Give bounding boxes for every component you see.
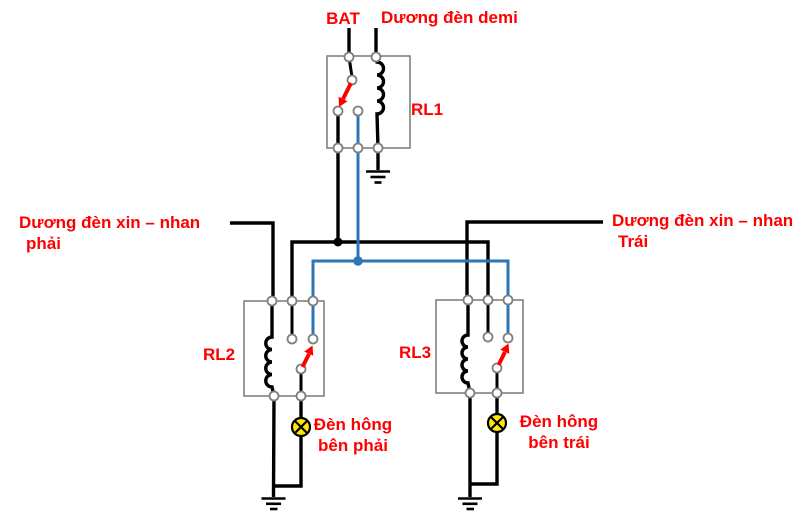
label-right-side-lamp: Đèn hông bên phải [306, 414, 400, 456]
rl2-coil [264, 301, 276, 397]
terminal [343, 51, 355, 63]
terminal [307, 295, 319, 307]
rl1-coil [374, 56, 386, 149]
switch-arrows [300, 82, 510, 368]
relay-coils [264, 56, 472, 397]
label-rl3: RL3 [399, 343, 432, 362]
relay-boxes [243, 55, 524, 397]
rl3-box [435, 299, 524, 394]
terminal [482, 294, 494, 306]
label-right-side-lamp-line2: bên phải [318, 436, 388, 455]
terminal [491, 387, 503, 399]
ground-icon-right [458, 497, 482, 511]
rl2-switch-arrow-icon [300, 345, 314, 368]
terminals [266, 51, 514, 402]
label-right-turn-feed-line1: Dương đèn xin – nhan [19, 213, 201, 232]
black-bus [290, 240, 490, 301]
terminal [352, 142, 364, 154]
terminal [332, 105, 344, 117]
black-junction-dot [333, 237, 343, 247]
terminal [462, 294, 474, 306]
terminal [352, 105, 364, 117]
blue-wires [311, 115, 510, 334]
terminal [268, 390, 280, 402]
label-bat: BAT [326, 9, 360, 28]
label-right-side-lamp-line1: Đèn hông [313, 415, 393, 434]
terminal [502, 294, 514, 306]
lamp-left-icon [486, 412, 508, 434]
terminal [464, 387, 476, 399]
label-left-side-lamp-line1: Đèn hông [519, 412, 599, 431]
wire-rl2-coil-to-ground [271, 395, 276, 498]
ground-icon-left [261, 497, 286, 511]
rl1-box [326, 55, 411, 149]
rl3-switch-arrow-icon [496, 343, 510, 366]
terminal [266, 295, 278, 307]
wire-right-turn-feed [230, 221, 275, 301]
terminal [295, 390, 307, 402]
rl3-coil [460, 300, 472, 394]
blue-junction-dot [353, 256, 363, 266]
label-right-turn-feed: Dương đèn xin – nhan phải [19, 212, 200, 254]
ground-icon-rl1 [366, 170, 390, 184]
rl1-switch-arrow-icon [338, 82, 353, 107]
lamp-right-icon [290, 416, 312, 438]
label-rl1: RL1 [411, 100, 444, 119]
terminal [286, 295, 298, 307]
label-right-turn-feed-line2: phải [26, 234, 61, 253]
label-left-turn-feed-line2: Trái [618, 232, 649, 251]
ground-symbols [261, 170, 482, 511]
wire-rl3-lamp-bottom [470, 431, 499, 486]
label-left-side-lamp: Đèn hông bên trái [512, 411, 606, 453]
blue-bus [311, 259, 510, 301]
terminal [482, 331, 494, 343]
terminal [372, 142, 384, 154]
label-left-side-lamp-line2: bên trái [528, 433, 590, 452]
label-rl2: RL2 [203, 345, 236, 364]
wire-left-turn-feed [465, 220, 603, 300]
terminal [332, 142, 344, 154]
terminal [286, 333, 298, 345]
label-left-turn-feed-line1: Dương đèn xin – nhan [612, 211, 794, 230]
rl2-box [243, 300, 325, 397]
terminal [307, 333, 319, 345]
label-demi-feed: Dương đèn demi [381, 8, 518, 27]
wire-rl2-lamp-bottom [273, 435, 303, 488]
label-left-turn-feed: Dương đèn xin – nhan Trái [612, 210, 793, 252]
terminal [370, 51, 382, 63]
terminal [502, 332, 514, 344]
terminal [491, 362, 503, 374]
